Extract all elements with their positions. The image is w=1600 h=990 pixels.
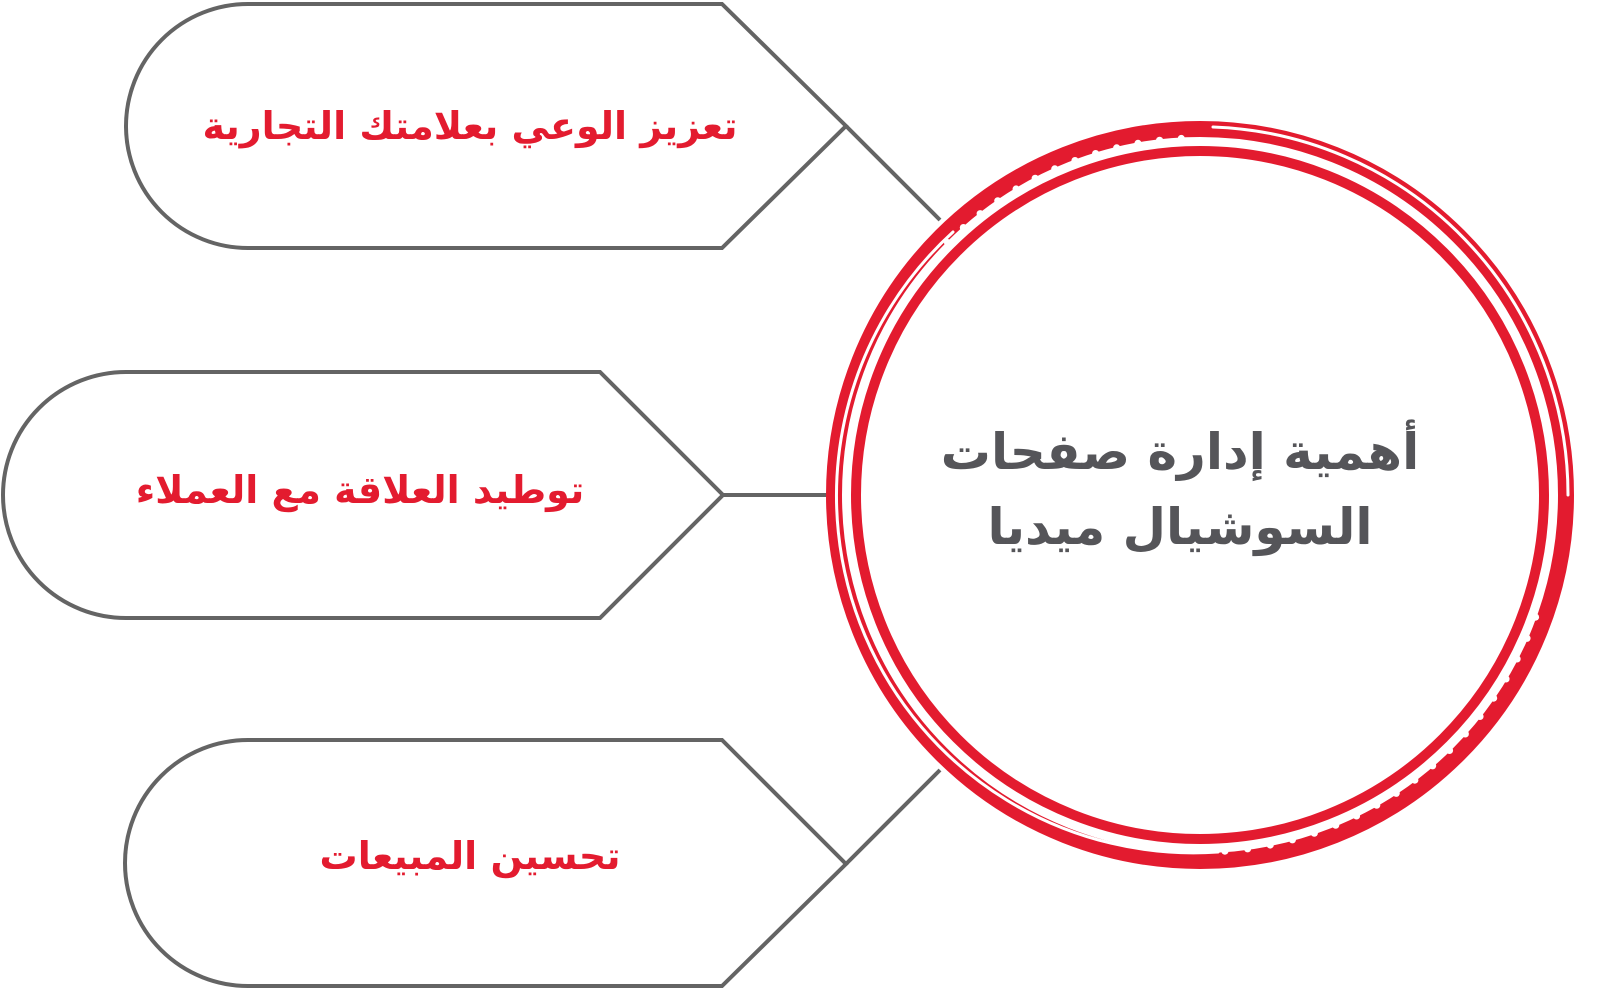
node-shape-3 <box>123 738 849 988</box>
ring-dot <box>1411 776 1419 784</box>
connector-bottom <box>844 768 942 866</box>
ring-dot <box>1288 836 1296 844</box>
ring-dot <box>1092 150 1100 158</box>
ring-dot <box>1531 613 1540 621</box>
node-label-3: تحسين المبيعات <box>319 834 621 878</box>
ring-dot <box>1134 139 1142 147</box>
center-circle-highlight-arc-left <box>835 230 1220 855</box>
ring-dot <box>1476 712 1484 721</box>
ring-dot <box>1071 157 1079 165</box>
ring-dot <box>1310 829 1318 837</box>
center-title: أهمية إدارة صفحات السوشيال ميديا <box>940 423 1420 556</box>
ring-dot <box>1051 165 1059 173</box>
center-circle-dots <box>944 134 1540 855</box>
ring-dot <box>1244 845 1252 853</box>
ring-dot <box>1429 762 1437 770</box>
ring-dot <box>1373 801 1381 809</box>
ring-dot <box>1513 655 1521 663</box>
center-circle-outer-ring <box>826 121 1574 869</box>
ring-dot <box>1221 847 1229 855</box>
ring-dot <box>1177 134 1185 143</box>
center-circle-inner-ring <box>851 146 1549 844</box>
ring-dot <box>1266 841 1274 849</box>
node-label-1: تعزيز الوعي بعلامتك التجارية <box>202 104 738 148</box>
ring-dot <box>1031 174 1039 182</box>
ring-dot <box>1502 675 1510 683</box>
ring-dot <box>1461 730 1469 738</box>
ring-dot <box>994 197 1002 205</box>
ring-dot <box>1445 746 1454 755</box>
connector-top <box>844 124 942 222</box>
node-label-2: توطيد العلاقة مع العملاء <box>135 468 585 512</box>
ring-dot <box>1523 634 1531 642</box>
node-shape-2 <box>1 370 726 620</box>
ring-dot <box>1332 821 1340 829</box>
ring-dot <box>1352 812 1361 820</box>
ring-dot <box>1490 694 1498 702</box>
ring-dot <box>1012 185 1020 193</box>
ring-dot <box>944 239 952 247</box>
center-circle-highlight-arc-top <box>1211 125 1570 497</box>
ring-dot <box>959 224 968 232</box>
node-shape-1 <box>124 1 849 250</box>
ring-dot <box>1392 789 1400 797</box>
ring-dot <box>976 210 984 218</box>
ring-dot <box>1156 136 1164 144</box>
ring-dot <box>1113 144 1121 152</box>
